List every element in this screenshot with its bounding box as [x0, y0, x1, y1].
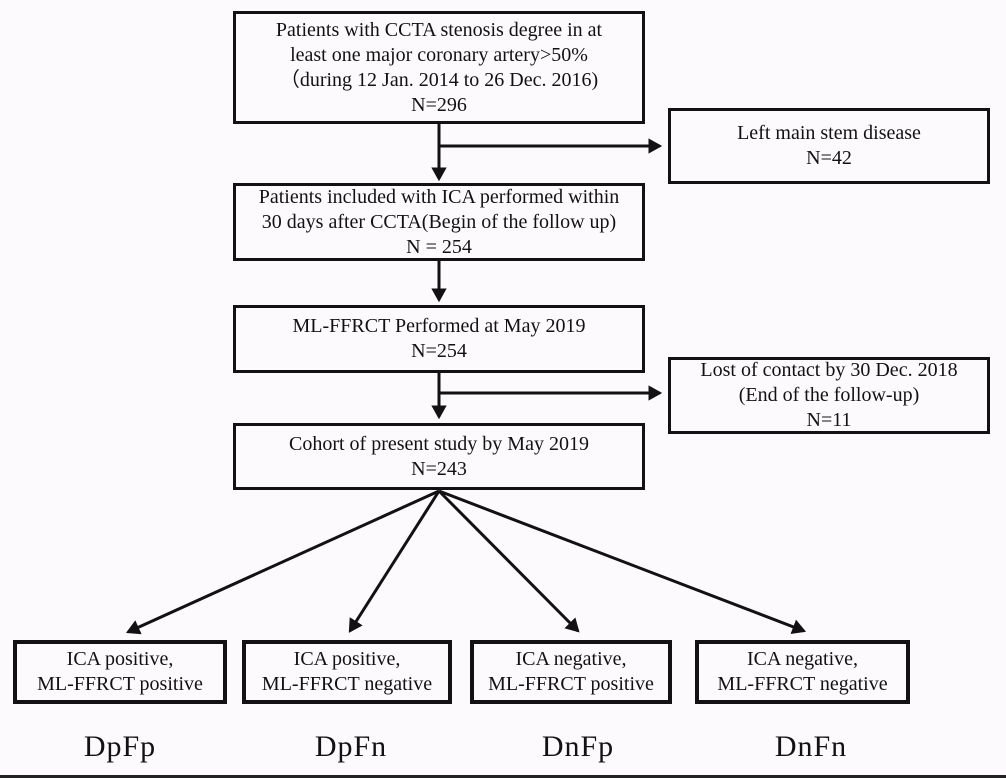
node-text-line: （during 12 Jan. 2014 to 26 Dec. 2016) [279, 68, 599, 91]
node-ml-ffrct-performed: ML-FFRCT Performed at May 2019 N=254 [233, 305, 645, 373]
node-lost-of-contact: Lost of contact by 30 Dec. 2018 (End of … [668, 357, 990, 434]
node-text-line: (End of the follow-up) [738, 384, 920, 406]
node-text-line: Left main stem disease [737, 122, 921, 144]
node-text-line: 30 days after CCTA(Begin of the follow u… [261, 210, 617, 233]
node-text-line: least one major coronary artery>50% [290, 43, 588, 66]
node-text-line: ML-FFRCT positive [37, 673, 203, 695]
node-text-line: ICA positive, [66, 648, 174, 670]
node-count: N = 254 [406, 235, 472, 258]
node-text-line: Cohort of present study by May 2019 [289, 432, 589, 455]
node-text-line: Patients with CCTA stenosis degree in at [275, 18, 603, 41]
label-dpfn: DpFn [314, 730, 388, 763]
node-patients-ccta: Patients with CCTA stenosis degree in at… [233, 11, 645, 124]
node-count: N=11 [806, 409, 852, 431]
node-outcome-dpfn: ICA positive, ML-FFRCT negative [242, 640, 452, 704]
node-text-line: ICA positive, [293, 648, 401, 670]
node-text-line: Patients included with ICA performed wit… [258, 185, 620, 208]
node-count: N=254 [411, 340, 467, 362]
label-dnfn: DnFn [774, 730, 848, 763]
node-outcome-dpfp: ICA positive, ML-FFRCT positive [13, 640, 227, 704]
label-dnfp: DnFp [541, 730, 615, 763]
node-count: N=296 [411, 93, 467, 116]
node-ica-within-30-days: Patients included with ICA performed wit… [233, 183, 645, 261]
node-outcome-dnfn: ICA negative, ML-FFRCT negative [695, 640, 910, 704]
node-text-line: Lost of contact by 30 Dec. 2018 [700, 359, 958, 381]
node-text-line: ML-FFRCT negative [717, 673, 888, 695]
node-left-main-stem-disease: Left main stem disease N=42 [668, 108, 990, 184]
node-text-line: ML-FFRCT positive [488, 673, 654, 695]
node-count: N=243 [411, 457, 467, 480]
node-text-line: ICA negative, [515, 648, 627, 670]
bottom-edge-rule [0, 775, 1006, 778]
node-text-line: ICA negative, [746, 648, 859, 670]
node-text-line: ML-FFRCT Performed at May 2019 [292, 315, 586, 337]
label-dpfp: DpFp [83, 730, 157, 763]
node-count: N=42 [806, 147, 852, 169]
node-outcome-dnfp: ICA negative, ML-FFRCT positive [470, 640, 672, 704]
node-text-line: ML-FFRCT negative [261, 673, 433, 695]
node-cohort: Cohort of present study by May 2019 N=24… [233, 423, 645, 490]
